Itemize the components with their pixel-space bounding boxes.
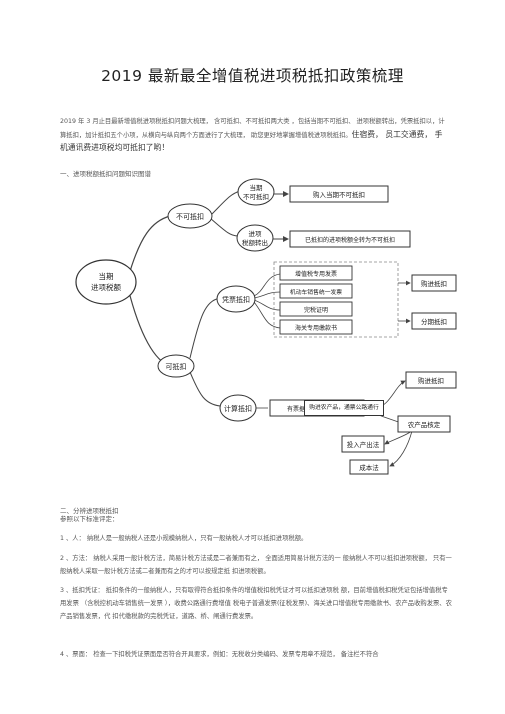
- period-deduct-label: 分期抵扣: [421, 317, 447, 326]
- criteria-1: 1 、人： 纳税人是一般纳税人还是小规模纳税人，只有一般纳税人才可以抵扣进项税额…: [60, 535, 308, 542]
- root-label-line2: 进项税额: [91, 282, 121, 292]
- purchase-deduct-box: [411, 274, 457, 292]
- criteria-4: 4 、票面： 检查一下扣税凭证票面是否符合开具要求，例如：无税收分类编码、发票专…: [60, 651, 379, 658]
- current-cannot-desc-box: [289, 185, 389, 203]
- input-output-label: 投入产出法: [347, 440, 380, 449]
- farm-verify-label: 农产品核定: [408, 420, 441, 429]
- voucher-item-3-box: [279, 301, 353, 317]
- cannot-deduct-node: [167, 203, 213, 229]
- current-cannot-desc: 购入当期不可抵扣: [313, 190, 365, 199]
- voucher-item-1: 增值税专用发票: [295, 270, 337, 278]
- purchase-deduct-2-label: 购进抵扣: [418, 376, 444, 385]
- farm-desc: 购进农产品，通票公路通行: [309, 405, 379, 411]
- criteria-3: 3 、抵扣凭证： 抵扣条件的一般纳税人，只有取得符合抵扣条件的增值税扣税凭证才可…: [60, 587, 452, 620]
- calc-label: 计算抵扣: [224, 404, 252, 413]
- current-cannot-label-1: 当期: [250, 183, 264, 192]
- transfer-desc: 已抵扣的进项税额全转为不可抵扣: [305, 236, 395, 244]
- intro-paragraph: 2019 年 3 月止目最新增值税进项税抵扣问题大梳理， 含可抵扣、不可抵扣两大…: [60, 116, 450, 156]
- knowledge-map-svg: 当期 进项税额 不可抵扣 当期 不可抵扣 进项 税额转出 可抵扣 凭票抵扣 计算…: [75, 178, 457, 475]
- section-1-heading: 一、进项税额抵扣问题知识图谱: [60, 170, 151, 178]
- voucher-item-2: 机动车销售统一发票: [290, 288, 342, 296]
- input-output-box: [341, 435, 385, 453]
- cost-method-label: 成本法: [359, 463, 379, 472]
- section-2-heading: 二、分辨进项税抵扣: [60, 507, 119, 515]
- intro-highlight-text: 住宿费， 员工交通费， 手机通讯费进项税均可抵扣了哟！: [60, 129, 443, 153]
- criteria-2: 2 、方法： 纳税人采用一般计税方法，简易计税方法或是二者兼而有之， 全面适用简…: [60, 555, 452, 575]
- period-deduct-box: [411, 312, 457, 330]
- farm-desc-box: 购进农产品，通票公路通行: [304, 400, 384, 416]
- purchase-deduct-2-box: [405, 371, 457, 389]
- voucher-label: 凭票抵扣: [222, 295, 250, 304]
- voucher-item-2-box: [279, 283, 353, 299]
- root-node: [75, 259, 137, 305]
- root-label-line1: 当期: [99, 271, 114, 281]
- farm-verify-box: [397, 415, 451, 433]
- current-cannot-label-2: 不可抵扣: [243, 192, 269, 201]
- voucher-item-4: 海关专用缴款书: [295, 324, 337, 332]
- transfer-out-label-2: 税额转出: [242, 238, 268, 247]
- voucher-item-1-box: [279, 265, 353, 281]
- can-deduct-label: 可抵扣: [166, 362, 187, 371]
- section-2-subheading: 参照以下标准评定：: [60, 515, 119, 523]
- cannot-deduct-label: 不可抵扣: [176, 212, 204, 221]
- voucher-item-4-box: [279, 319, 353, 335]
- transfer-desc-box: [289, 230, 411, 248]
- voucher-node: [216, 285, 256, 313]
- can-deduct-node: [157, 354, 195, 378]
- knowledge-map-diagram: 当期 进项税额 不可抵扣 当期 不可抵扣 进项 税额转出 可抵扣 凭票抵扣 计算…: [60, 176, 460, 476]
- calc-node: [219, 394, 257, 422]
- current-cannot-node: [237, 178, 275, 206]
- voucher-item-3: 完税证明: [304, 306, 328, 314]
- purchase-deduct-label: 购进抵扣: [421, 279, 447, 288]
- page-title: 2019 最新最全增值税进项税抵扣政策梳理: [101, 67, 404, 85]
- transfer-out-label-1: 进项: [249, 230, 263, 238]
- transfer-out-node: [236, 224, 274, 252]
- cost-method-box: [349, 459, 389, 475]
- intro-main-text: 2019 年 3 月止目最新增值税进项税抵扣问题大梳理， 含可抵扣、不可抵扣两大…: [60, 118, 445, 139]
